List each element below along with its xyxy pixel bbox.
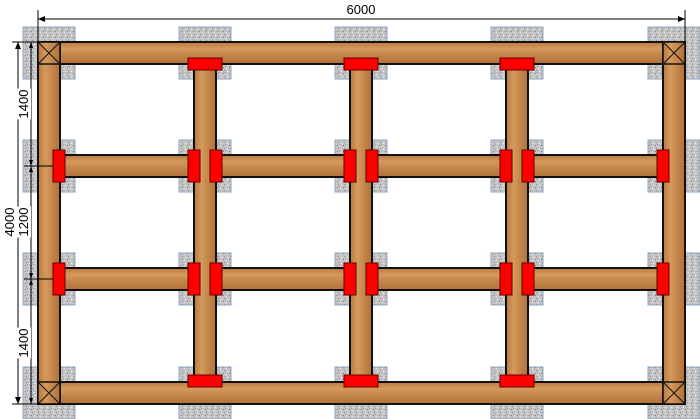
corner-posts: [37, 41, 686, 405]
top-bracket: [187, 57, 223, 71]
corner-post-cross: [662, 41, 686, 65]
vertical-beam: [662, 41, 686, 405]
joist-bracket: [187, 149, 201, 183]
joist-bracket: [521, 262, 535, 296]
joist-bracket: [521, 149, 535, 183]
joist-bracket: [187, 262, 201, 296]
side-bracket: [656, 262, 670, 296]
joist-segment: [527, 267, 664, 291]
dimension-lines: 6000 4000 1400 1200 1400: [2, 2, 686, 405]
joist-bracket: [365, 149, 379, 183]
timber-beams: [37, 41, 686, 405]
dimension-segment-2: 1200: [16, 208, 31, 237]
bottom-bracket: [499, 374, 535, 388]
dimension-label-background: [16, 88, 31, 120]
joist-segment: [527, 154, 664, 178]
bottom-bracket: [343, 374, 379, 388]
joist-segment: [59, 154, 195, 178]
joist-bracket: [365, 262, 379, 296]
joist-segment: [371, 267, 507, 291]
dimension-label-background: [2, 206, 17, 238]
vertical-beam: [37, 41, 61, 405]
joist-bracket: [343, 149, 357, 183]
dimension-total-width: 6000: [347, 2, 376, 17]
bottom-bracket: [187, 374, 223, 388]
joist-segment: [215, 154, 351, 178]
corner-post-cross: [662, 381, 686, 405]
joist-bracket: [209, 149, 223, 183]
dimension-total-height: 4000: [2, 208, 17, 237]
vertical-beam: [349, 63, 373, 383]
joist-segment: [215, 267, 351, 291]
joist-bracket: [343, 262, 357, 296]
side-bracket: [52, 262, 66, 296]
corner-post-cross: [37, 41, 61, 65]
joist-bracket: [499, 262, 513, 296]
top-bracket: [499, 57, 535, 71]
corner-post-cross: [37, 381, 61, 405]
dimension-label-background: [16, 206, 31, 238]
joist-bracket: [209, 262, 223, 296]
side-bracket: [52, 149, 66, 183]
red-brackets: [52, 57, 670, 388]
side-bracket: [656, 149, 670, 183]
dimension-segment-1: 1400: [16, 90, 31, 119]
vertical-beam: [193, 63, 217, 383]
dimension-segment-3: 1400: [16, 329, 31, 358]
joist-bracket: [499, 149, 513, 183]
joist-segment: [371, 154, 507, 178]
width-dimension-line: [37, 10, 686, 44]
dimension-label-background: [16, 327, 31, 359]
joist-segment: [59, 267, 195, 291]
vertical-beam: [505, 63, 529, 383]
dimension-label-background: [345, 2, 377, 17]
top-bracket: [343, 57, 379, 71]
